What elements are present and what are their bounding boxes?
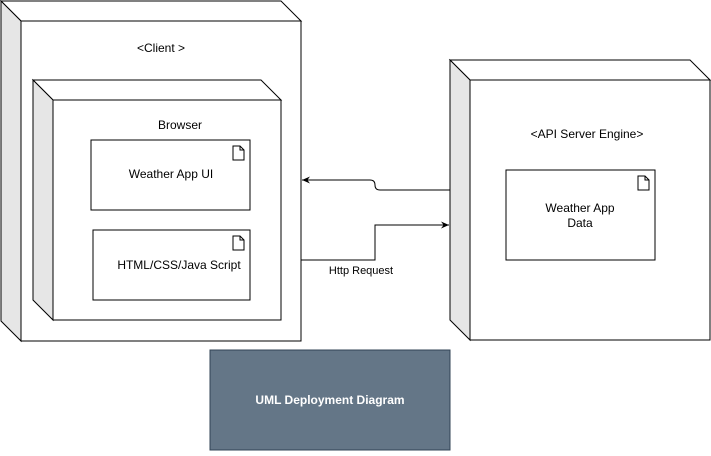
weather-app-data-label-line1: Weather App bbox=[545, 201, 614, 215]
http-request-edge[interactable] bbox=[301, 221, 449, 261]
browser-node-label: Browser bbox=[158, 118, 202, 132]
api-server-node-side bbox=[449, 58, 471, 342]
client-node-label: <Client > bbox=[137, 41, 185, 55]
api-server-node-label: <API Server Engine> bbox=[531, 127, 644, 141]
client-node-side bbox=[0, 0, 22, 343]
artifact-document-icon bbox=[637, 175, 650, 191]
browser-node-top bbox=[31, 79, 283, 101]
api-server-node-top bbox=[448, 59, 711, 81]
weather-app-data-artifact[interactable]: Weather App Data bbox=[505, 169, 656, 261]
artifact-document-icon bbox=[232, 235, 245, 251]
html-css-js-artifact[interactable]: HTML/CSS/Java Script bbox=[92, 229, 251, 301]
caption-box[interactable]: UML Deployment Diagram bbox=[209, 349, 451, 451]
browser-node-side bbox=[32, 78, 54, 322]
weather-app-data-label-line2: Data bbox=[567, 216, 593, 230]
artifact-document-icon bbox=[232, 145, 245, 161]
response-edge[interactable] bbox=[302, 176, 450, 191]
http-request-label: Http Request bbox=[329, 265, 393, 277]
html-css-js-label: HTML/CSS/Java Script bbox=[117, 258, 241, 272]
weather-app-ui-label: Weather App UI bbox=[129, 167, 214, 181]
client-node-top bbox=[0, 0, 303, 22]
weather-app-ui-artifact[interactable]: Weather App UI bbox=[90, 139, 251, 211]
caption-label: UML Deployment Diagram bbox=[255, 393, 404, 407]
